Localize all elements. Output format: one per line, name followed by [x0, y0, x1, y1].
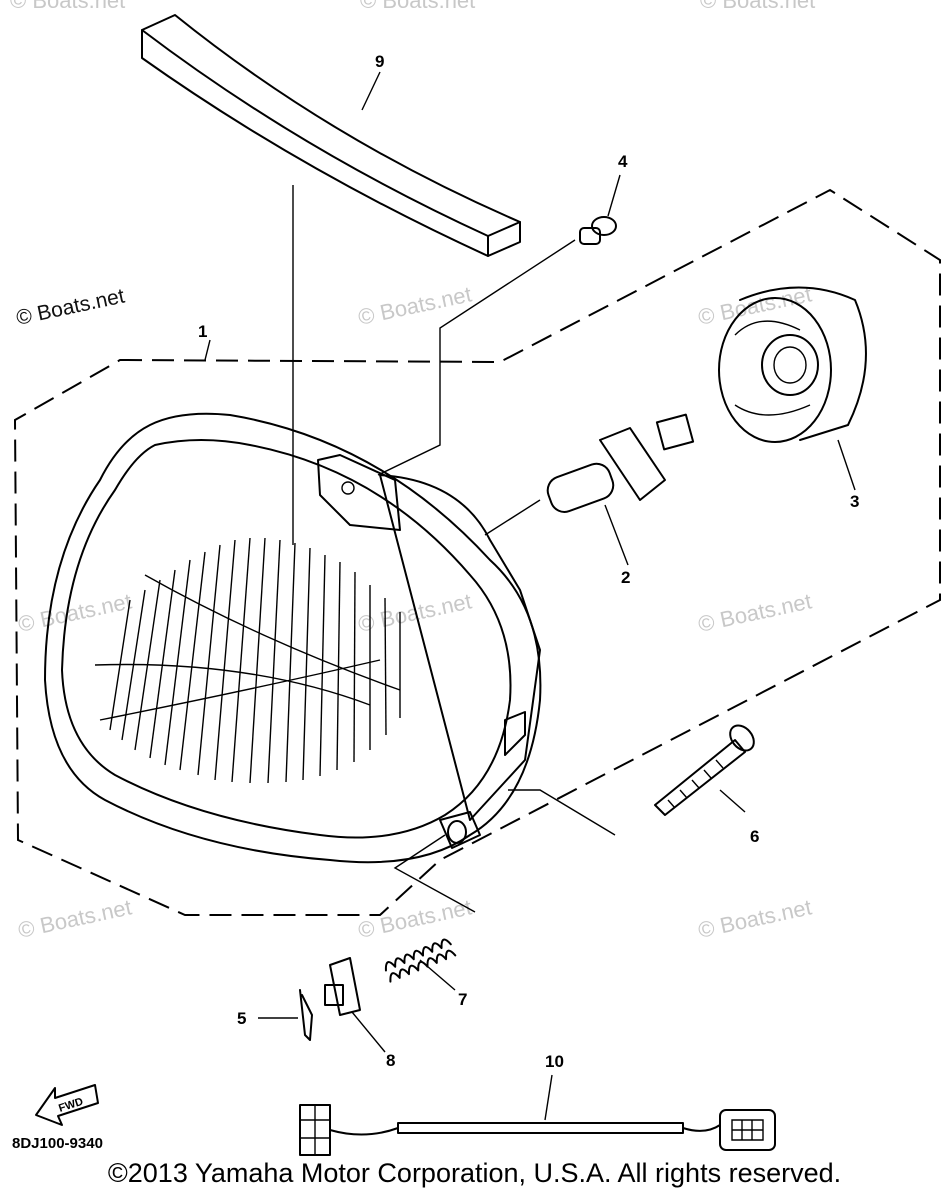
- callout-7: 7: [458, 990, 467, 1009]
- part-6-screw[interactable]: [508, 721, 759, 836]
- part-2-bulb[interactable]: [484, 413, 695, 566]
- callout-6: 6: [750, 827, 759, 846]
- assembly-boundary: [13, 188, 941, 916]
- callout-5: 5: [237, 1009, 246, 1028]
- copyright-notice: ©2013 Yamaha Motor Corporation, U.S.A. A…: [107, 1158, 842, 1188]
- watermark-left: © Boats.net: [14, 284, 127, 329]
- part-10-harness[interactable]: [299, 1074, 776, 1156]
- part-4-clip[interactable]: [377, 216, 617, 476]
- watermark-top-right: © Boats.net: [700, 0, 815, 13]
- part-9-visor[interactable]: [141, 14, 521, 545]
- callout-8: 8: [386, 1051, 395, 1070]
- diagram-part-code: 8DJ100-9340: [12, 1135, 103, 1152]
- part-8-nut[interactable]: [324, 957, 386, 1053]
- callout-9: 9: [375, 52, 384, 71]
- callout-4: 4: [618, 152, 628, 171]
- watermark-right-middle: © Boats.net: [696, 588, 814, 636]
- watermark-center-upper: © Boats.net: [356, 281, 474, 329]
- part-7-spring[interactable]: [383, 834, 476, 991]
- watermark-center-middle: © Boats.net: [356, 588, 474, 636]
- callout-10: 10: [545, 1052, 564, 1071]
- watermark-top-left: © Boats.net: [10, 0, 125, 13]
- leader-4: [607, 174, 621, 217]
- watermark-left-lower: © Boats.net: [16, 894, 134, 942]
- callout-1: 1: [198, 322, 207, 341]
- fwd-arrow-icon: FWD: [35, 1084, 99, 1126]
- watermarks: © Boats.net © Boats.net © Boats.net © Bo…: [10, 0, 815, 943]
- part-5-clip[interactable]: [258, 989, 313, 1041]
- part-3-cover[interactable]: [718, 286, 867, 491]
- part-1-headlight[interactable]: [44, 412, 542, 864]
- callout-2: 2: [621, 568, 630, 587]
- watermark-right-lower: © Boats.net: [696, 894, 814, 942]
- leader-9: [361, 71, 381, 111]
- watermark-top-center: © Boats.net: [360, 0, 475, 13]
- callout-3: 3: [850, 492, 859, 511]
- leader-1: [204, 339, 211, 361]
- lens-ribs: [94, 537, 401, 784]
- watermark-left-middle: © Boats.net: [16, 588, 134, 636]
